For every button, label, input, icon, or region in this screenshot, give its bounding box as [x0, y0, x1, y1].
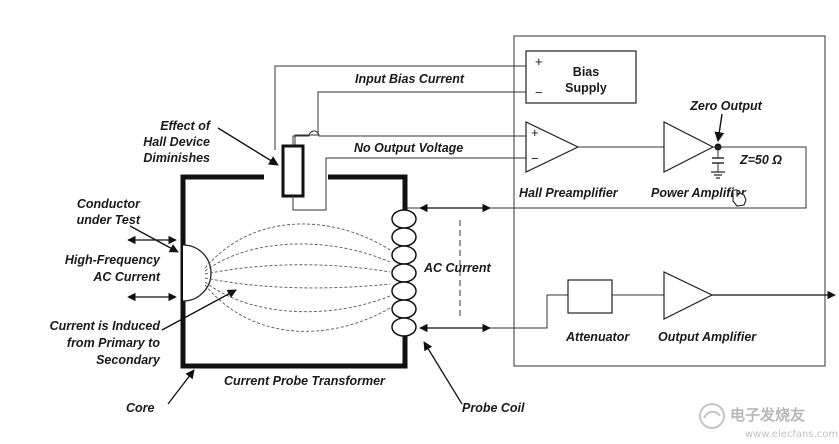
coil-to-attenuator-wire	[490, 294, 568, 329]
input-bias-current-label: Input Bias Current	[355, 72, 465, 86]
watermark-logo-icon	[699, 403, 725, 429]
bias-wire-plus	[274, 65, 526, 150]
preamp-minus: −	[531, 151, 539, 166]
conductor-under-test	[182, 244, 212, 302]
output-amplifier-label: Output Amplifier	[658, 330, 757, 344]
zero-output-arrow	[714, 113, 725, 142]
output-amplifier	[663, 271, 714, 320]
flux-lines	[204, 223, 391, 332]
hall-device-arrow	[217, 127, 279, 166]
hall-output-wire-plus	[292, 130, 526, 146]
probe-coil-arrow	[423, 341, 463, 405]
electronics-enclosure	[513, 35, 826, 367]
power-amplifier-label: Power Amplifier	[651, 186, 747, 200]
effect-label-3: Diminishes	[143, 151, 210, 165]
conductor-arrow	[129, 225, 179, 253]
induced-label-1: Current is Induced	[50, 319, 161, 333]
current-probe-transformer-label: Current Probe Transformer	[224, 374, 386, 388]
bias-supply-box	[525, 50, 637, 104]
hall-preamplifier-label: Hall Preamplifier	[519, 186, 619, 200]
bias-supply-minus: −	[535, 85, 543, 100]
zero-output-label: Zero Output	[689, 99, 762, 113]
no-output-voltage-label: No Output Voltage	[354, 141, 463, 155]
watermark-logo-swirl	[703, 410, 721, 419]
power-output-wire	[404, 146, 807, 209]
watermark-url: www.elecfans.com	[745, 429, 838, 440]
induced-arrow	[161, 289, 237, 331]
core-label: Core	[126, 401, 155, 415]
power-amplifier	[663, 121, 715, 173]
hand-cursor-icon	[732, 189, 747, 207]
conductor-label-1: Conductor	[77, 197, 141, 211]
hall-device	[281, 144, 305, 198]
core-arrow	[167, 369, 195, 405]
hall-output-wire-minus	[292, 157, 526, 211]
effect-label-1: Effect of	[160, 119, 212, 133]
watermark: 电子发烧友 www.elecfans.com	[699, 403, 838, 440]
probe-coil-label: Probe Coil	[462, 401, 525, 415]
preamp-plus: +	[531, 125, 539, 140]
induced-label-3: Secondary	[96, 353, 161, 367]
attenuator-label: Attenuator	[565, 330, 630, 344]
attenuator	[567, 279, 613, 314]
hall-preamplifier	[525, 121, 580, 173]
induced-label-2: from Primary to	[67, 336, 160, 350]
probe-coil	[391, 209, 417, 337]
conductor-label-2: under Test	[77, 213, 141, 227]
bias-supply-label-2: Supply	[565, 81, 607, 95]
transformer-core	[180, 174, 408, 369]
bias-wire-minus	[294, 91, 526, 150]
ac-current-label: AC Current	[423, 261, 492, 275]
bias-supply-label-1: Bias	[573, 65, 599, 79]
hf-current-label-2: AC Current	[92, 270, 161, 284]
bias-supply-plus: +	[535, 54, 543, 69]
watermark-brand: 电子发烧友	[730, 406, 805, 424]
effect-label-2: Hall Device	[143, 135, 210, 149]
hf-current-label-1: High-Frequency	[65, 253, 161, 267]
impedance-label: Z=50 Ω	[739, 153, 782, 167]
